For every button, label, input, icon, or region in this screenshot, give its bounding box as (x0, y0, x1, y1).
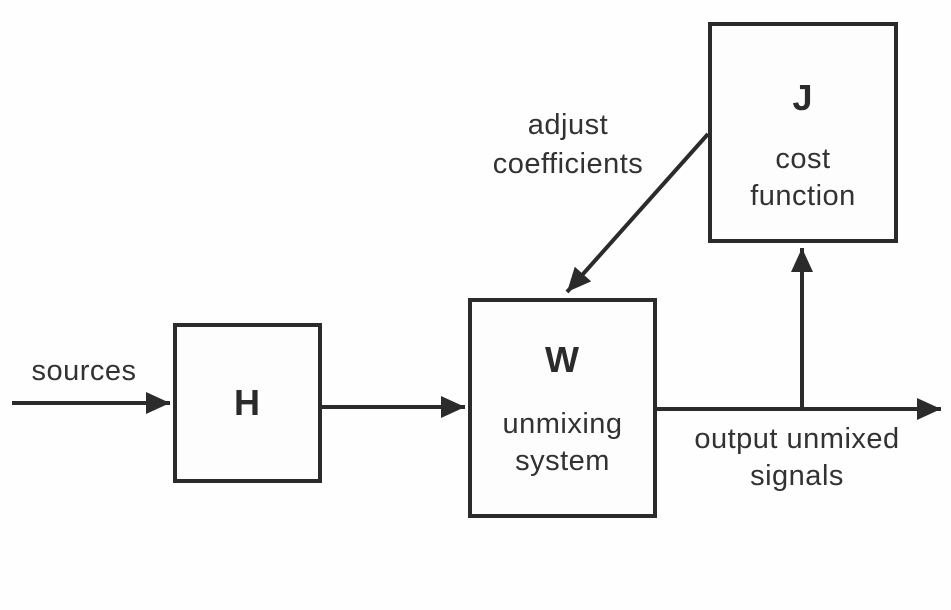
node-cost-function-symbol: J (792, 77, 814, 118)
node-mixing-system: H (173, 323, 322, 483)
node-cost-function-desc-line1: cost (775, 143, 831, 175)
node-cost-function-description: cost function (750, 141, 856, 215)
node-unmixing-system: W unmixing system (468, 298, 657, 518)
label-adjust-line1: adjust (527, 109, 609, 141)
node-unmixing-system-desc-line1: unmixing (502, 408, 623, 440)
label-sources: sources (31, 355, 137, 387)
arrow-j-to-w-feedback (565, 132, 710, 294)
label-adjust-coefficients: adjust coefficients (467, 106, 669, 184)
label-output-line1: output unmixed (694, 423, 900, 455)
node-unmixing-system-description: unmixing system (502, 406, 622, 480)
node-mixing-system-symbol: H (234, 382, 261, 423)
node-cost-function: J cost function (708, 22, 898, 243)
label-output-line2: signals (750, 460, 844, 492)
label-adjust-line2: coefficients (492, 148, 644, 180)
node-cost-function-desc-line2: function (750, 180, 856, 212)
node-unmixing-system-symbol: W (545, 339, 580, 380)
label-output-unmixed-signals: output unmixed signals (671, 421, 923, 495)
node-unmixing-system-desc-line2: system (515, 445, 610, 477)
